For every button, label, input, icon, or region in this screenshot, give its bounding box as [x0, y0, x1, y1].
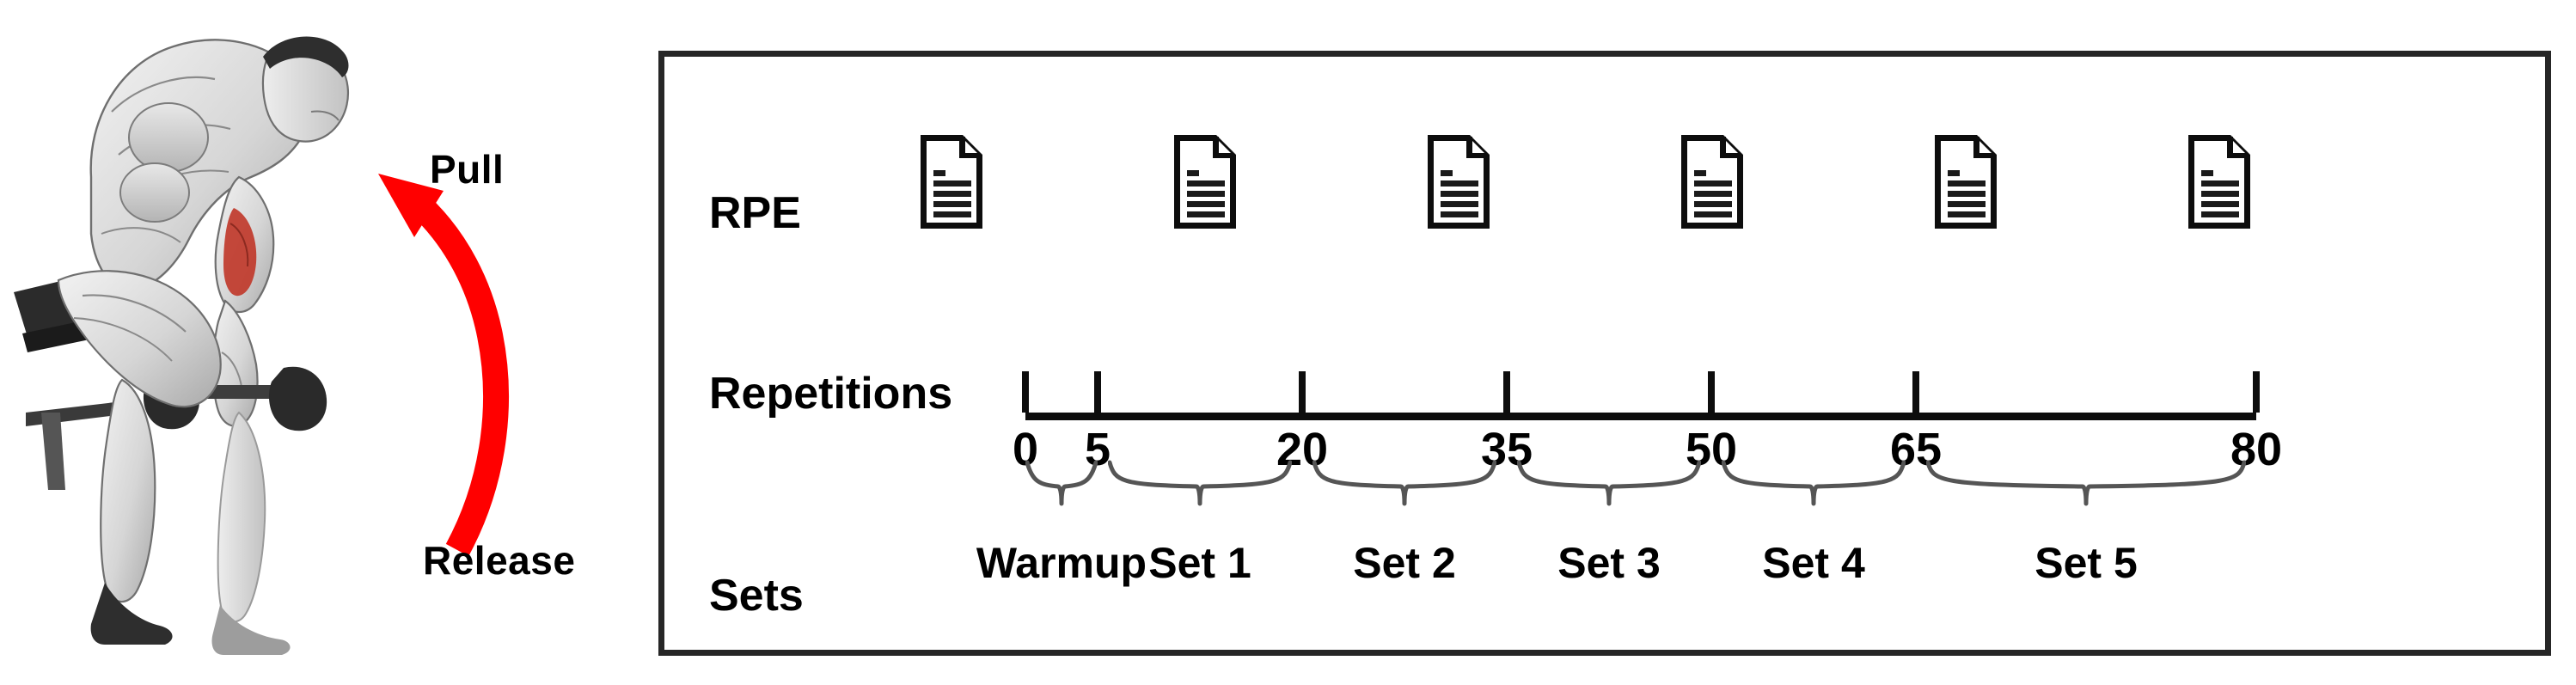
axis-tick — [1912, 371, 1919, 413]
rpe-icon-row — [664, 57, 2545, 254]
release-label: Release — [423, 538, 576, 583]
document-icon[interactable] — [1172, 132, 1239, 231]
far-leg-shape — [211, 411, 291, 655]
set-label: Set 1 — [1148, 539, 1251, 587]
set-brace — [1312, 459, 1496, 514]
set-brace — [1722, 459, 1906, 514]
set-label: Set 2 — [1353, 539, 1456, 587]
set-brace — [1517, 459, 1701, 514]
set-label: Set 3 — [1557, 539, 1661, 587]
axis-line — [1025, 413, 2256, 420]
axis-tick-label: 80 — [2230, 424, 2283, 475]
axis-tick — [2253, 371, 2260, 413]
axis-tick — [1022, 371, 1029, 413]
repetitions-row-label: Repetitions — [709, 369, 953, 419]
document-icon[interactable] — [1932, 132, 1999, 231]
sets-row: Warmup Set 1 Set 2 Set 3 Set 4 Set 5 — [664, 459, 2545, 657]
exercise-figure-panel: Pull Release — [0, 0, 653, 685]
leg-shape — [57, 270, 222, 408]
document-icon[interactable] — [918, 132, 985, 231]
shin-foot-shape — [90, 378, 173, 645]
document-icon[interactable] — [1425, 132, 1492, 231]
torso-shape — [89, 39, 311, 291]
set-brace — [1025, 459, 1098, 514]
axis-tick — [1708, 371, 1715, 413]
seated-concentration-curl-illustration — [9, 9, 370, 670]
axis-tick — [1094, 371, 1101, 413]
axis-tick-label: 50 — [1685, 424, 1738, 475]
set-brace — [1926, 459, 2246, 514]
axis-tick-label: 20 — [1276, 424, 1329, 475]
document-icon[interactable] — [1679, 132, 1746, 231]
document-icon[interactable] — [2186, 132, 2253, 231]
set-label: Warmup — [976, 539, 1147, 587]
axis-tick — [1503, 371, 1510, 413]
training-timeline-panel: RPE Repetitions Sets — [658, 51, 2551, 656]
pull-release-arrow — [378, 174, 509, 557]
set-brace — [1108, 459, 1292, 514]
pull-label: Pull — [430, 147, 505, 192]
set-label: Set 5 — [2034, 539, 2138, 587]
axis-tick-label: 65 — [1889, 424, 1943, 475]
axis-tick-label: 0 — [1012, 424, 1039, 475]
set-label: Set 4 — [1762, 539, 1865, 587]
axis-tick — [1299, 371, 1306, 413]
rpe-row-label: RPE — [709, 188, 801, 238]
head-shape — [261, 36, 349, 143]
axis-tick-label: 35 — [1480, 424, 1533, 475]
sets-row-label: Sets — [709, 571, 804, 621]
axis-tick-label: 5 — [1084, 424, 1111, 475]
